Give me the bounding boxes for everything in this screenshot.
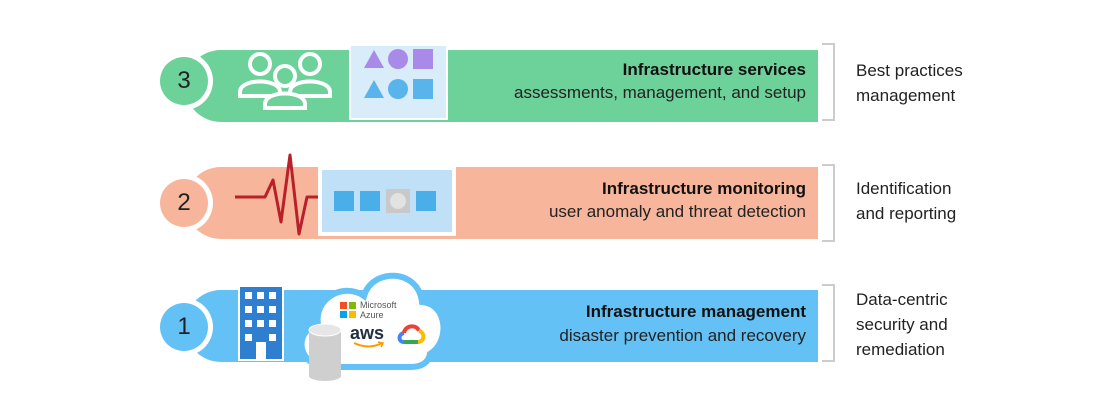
azure-label: Azure: [360, 310, 384, 320]
tier-1-description-line-3: remediation: [856, 340, 945, 359]
database-icon: [308, 323, 342, 381]
tier-1-subtitle: disaster prevention and recovery: [559, 326, 806, 345]
monitor-panel-icon: [318, 166, 456, 236]
tier-1-title: Infrastructure management: [585, 302, 806, 321]
tier-3: 3 Infrastructure services assessments, m…: [0, 0, 1110, 130]
tier-1-description: Data-centric security and remediation: [856, 287, 948, 362]
shapes-panel-icon: [349, 44, 448, 120]
aws-label: aws: [350, 323, 385, 343]
tier-1-number-badge: 1: [155, 298, 213, 356]
tier-2-description-line-1: Identification: [856, 179, 952, 198]
pulse-icon: [235, 153, 325, 236]
tier-2: 2 Infrastructure monitoring user anomaly…: [155, 153, 957, 242]
tier-3-description-line-1: Best practices: [856, 61, 963, 80]
tier-2-title: Infrastructure monitoring: [601, 179, 806, 198]
tier-3-number-badge: 3: [155, 52, 213, 110]
tier-3-subtitle: assessments, management, and setup: [514, 83, 806, 102]
tier-1-number: 1: [160, 303, 208, 351]
tier-2-description: Identification and reporting: [856, 176, 956, 226]
tier-3-description: Best practices management: [856, 58, 963, 108]
tier-1-band: [185, 290, 818, 362]
google-cloud-icon: [397, 324, 426, 344]
aws-logo: aws: [350, 324, 390, 350]
building-icon: [238, 285, 284, 361]
microsoft-azure-logo: Microsoft Azure: [340, 300, 410, 322]
tier-3-title: Infrastructure services: [622, 60, 806, 79]
tier-3-description-line-2: management: [856, 86, 956, 105]
tier-3-bracket: [822, 43, 835, 121]
microsoft-label: Microsoft: [360, 300, 397, 310]
tier-2-bracket: [822, 164, 835, 242]
tier-2-number-badge: 2: [155, 174, 213, 232]
tier-2-description-line-2: and reporting: [856, 204, 957, 223]
tier-2-subtitle: user anomaly and threat detection: [548, 202, 806, 221]
tier-2-band: [185, 167, 818, 239]
tier-1-description-line-1: Data-centric: [856, 290, 948, 309]
tier-3-number: 3: [160, 57, 208, 105]
tier-1-bracket: [822, 284, 835, 362]
users-icon: [238, 52, 332, 110]
tier-1-description-line-2: security and: [856, 315, 948, 334]
tier-2-number: 2: [160, 179, 208, 227]
